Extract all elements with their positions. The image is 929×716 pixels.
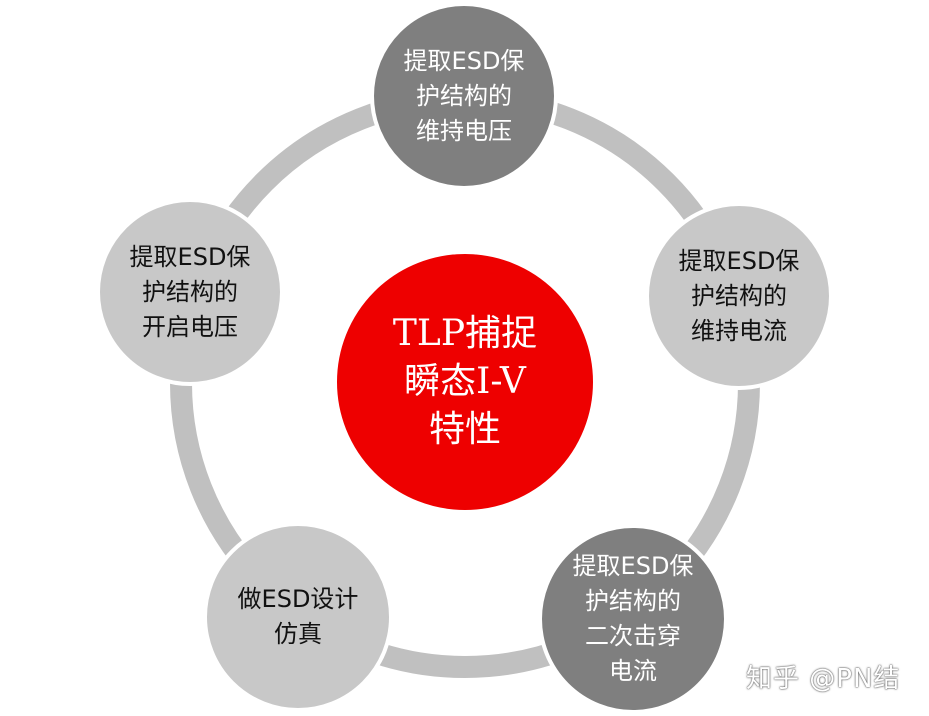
node-turn-on-voltage: 提取ESD保 护结构的 开启电压 xyxy=(96,198,284,386)
center-node: TLP捕捉 瞬态I-V 特性 xyxy=(333,250,597,514)
node-maintain-voltage: 提取ESD保 护结构的 维持电压 xyxy=(370,2,558,190)
center-node-label: TLP捕捉 瞬态I-V 特性 xyxy=(392,313,538,450)
node-maintain-current: 提取ESD保 护结构的 维持电流 xyxy=(645,202,833,390)
node-maintain-current-label: 提取ESD保 护结构的 维持电流 xyxy=(678,246,800,345)
node-second-breakdown-current: 提取ESD保 护结构的 二次击穿 电流 xyxy=(538,524,728,714)
node-maintain-voltage-label: 提取ESD保 护结构的 维持电压 xyxy=(403,46,525,145)
node-second-breakdown-current-label: 提取ESD保 护结构的 二次击穿 电流 xyxy=(572,552,694,685)
watermark: 知乎 @PN结 xyxy=(746,664,901,694)
node-esd-design-simulation-label: 做ESD设计 仿真 xyxy=(237,585,359,648)
node-esd-design-simulation: 做ESD设计 仿真 xyxy=(203,522,393,712)
node-turn-on-voltage-label: 提取ESD保 护结构的 开启电压 xyxy=(129,242,251,341)
